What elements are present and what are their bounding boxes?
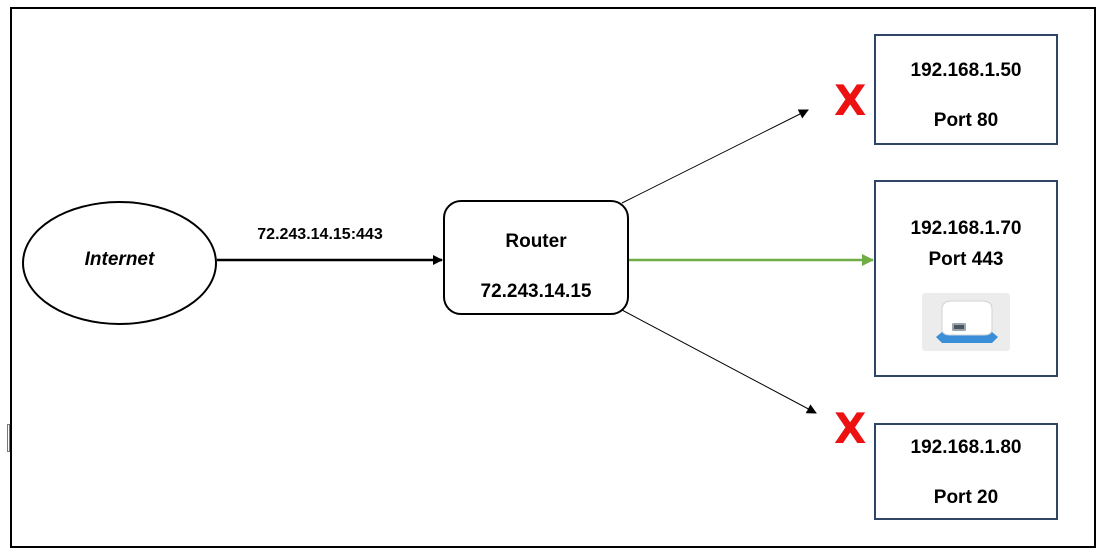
- router-to-host-20-arrow: [621, 309, 817, 414]
- host-80-box: [874, 34, 1058, 145]
- host-20-box: [874, 423, 1058, 520]
- camera-device-icon: [922, 293, 1010, 351]
- router-node: [443, 200, 629, 315]
- host-80-port: Port 80: [933, 110, 999, 131]
- blocked-mark-80: X: [834, 76, 867, 125]
- edge-marker: [7, 424, 10, 452]
- router-to-host-80-arrow: [621, 109, 809, 204]
- host-443-ip: 192.168.1.70: [910, 218, 1022, 239]
- host-20-ip: 192.168.1.80: [910, 437, 1022, 458]
- link-label: 72.243.14.15:443: [257, 226, 383, 243]
- host-20-port: Port 20: [933, 487, 999, 508]
- host-443-port: Port 443: [928, 249, 1004, 270]
- internet-label: Internet: [84, 249, 155, 270]
- router-ip: 72.243.14.15: [480, 281, 592, 302]
- host-80-ip: 192.168.1.50: [910, 60, 1022, 81]
- blocked-mark-20: X: [834, 404, 867, 453]
- diagram-frame: [10, 7, 1096, 548]
- internet-node: [22, 201, 217, 325]
- router-title: Router: [505, 231, 567, 252]
